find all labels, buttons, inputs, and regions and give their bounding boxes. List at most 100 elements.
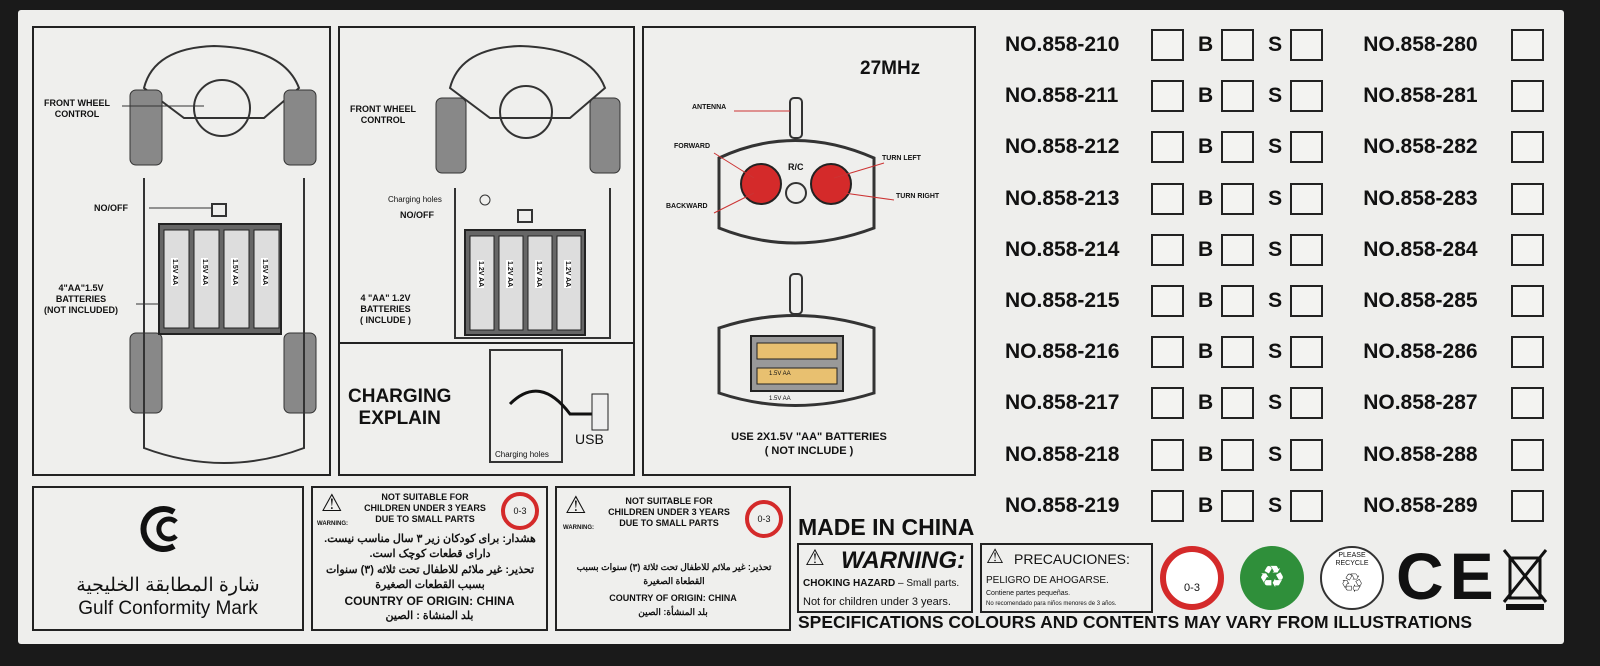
model-number: NO.858-285 [1363, 289, 1478, 312]
gcc-logo-icon [140, 506, 178, 552]
batteries-label: 4"AA"1.5V BATTERIES (NOT INCLUDED) [44, 283, 118, 315]
turn-left-label: TURN LEFT [882, 155, 921, 162]
model-number: NO.858-287 [1363, 391, 1478, 415]
s-checkbox[interactable] [1290, 233, 1324, 266]
precauciones-title: PRECAUCIONES: [1014, 551, 1130, 567]
model-checkbox[interactable] [1151, 387, 1184, 420]
model-checkbox[interactable] [1511, 80, 1545, 113]
battery-cell-label: 1.2V AA [506, 260, 513, 289]
s-checkbox[interactable] [1290, 285, 1324, 317]
gulf-arabic: شارة المطابقة الخليجية [76, 575, 260, 596]
specifications-disclaimer: SPECIFICATIONS COLOURS AND CONTENTS MAY … [798, 612, 1473, 632]
turn-right-label: TURN RIGHT [896, 193, 940, 200]
gulf-english: Gulf Conformity Mark [78, 598, 258, 619]
model-number: NO.858-284 [1363, 237, 1478, 261]
model-number: NO.858-214 [1005, 237, 1120, 261]
warning-box-2: ⚠ WARNING: NOT SUITABLE FOR CHILDREN UND… [555, 486, 791, 631]
warning-english: ⚠ WARNING: CHOKING HAZARD – Small parts.… [797, 543, 973, 613]
country-of-origin-arabic: بلد المنشأة: الصين [638, 607, 708, 617]
model-number: NO.858-216 [1005, 340, 1120, 364]
s-label: S [1268, 442, 1283, 466]
s-checkbox[interactable] [1290, 80, 1324, 113]
charging-holes-label: Charging holes [388, 195, 442, 204]
no-recomendado-line: No recomendado para niños menores de 3 a… [986, 601, 1117, 607]
warning-spanish: ⚠ PRECAUCIONES: PELIGRO DE AHOGARSE. Con… [980, 543, 1153, 613]
s-checkbox[interactable] [1290, 182, 1324, 215]
model-number: NO.858-283 [1363, 186, 1478, 210]
model-row: NO.858-218 B S NO.858-288 [1005, 438, 1545, 472]
model-checkbox[interactable] [1151, 131, 1184, 164]
s-checkbox[interactable] [1290, 336, 1324, 369]
s-label: S [1268, 493, 1283, 517]
model-checkbox[interactable] [1511, 182, 1545, 215]
choking-hazard-line: CHOKING HAZARD – Small parts. [803, 578, 959, 589]
b-label: B [1198, 237, 1214, 261]
contiene-line: Contiene partes pequeñas. [986, 590, 1071, 597]
s-label: S [1268, 391, 1283, 415]
battery-cell-label: 1.2V AA [477, 260, 484, 289]
b-checkbox[interactable] [1221, 131, 1255, 164]
model-checkbox[interactable] [1151, 285, 1184, 317]
arabic-warning: تحذير: غير ملائم للاطفال تحت ثلاثة (٣) س… [576, 562, 772, 586]
battery-cell-label: 1.5V AA [261, 258, 268, 287]
model-checkbox[interactable] [1151, 29, 1184, 61]
model-checkbox[interactable] [1511, 489, 1545, 522]
warning-triangle-icon: ⚠ [805, 545, 825, 570]
battery-cell-label: 1.5V AA [201, 258, 208, 287]
model-checkbox[interactable] [1151, 438, 1184, 471]
charging-diagram [489, 349, 609, 463]
b-checkbox[interactable] [1221, 489, 1255, 522]
model-checkbox[interactable] [1511, 387, 1545, 420]
model-checkbox[interactable] [1151, 182, 1184, 215]
model-checkbox[interactable] [1511, 336, 1545, 369]
b-label: B [1198, 493, 1214, 517]
s-checkbox[interactable] [1290, 387, 1324, 420]
s-label: S [1268, 84, 1283, 108]
s-checkbox[interactable] [1290, 131, 1324, 164]
s-checkbox[interactable] [1290, 438, 1324, 471]
b-checkbox[interactable] [1221, 80, 1255, 113]
s-checkbox[interactable] [1290, 489, 1324, 522]
model-checkbox[interactable] [1511, 233, 1545, 266]
model-row: NO.858-216 B S NO.858-286 [1005, 335, 1545, 369]
b-label: B [1198, 135, 1214, 159]
b-checkbox[interactable] [1221, 182, 1255, 215]
not-for-children: Not for children under 3 years. [803, 596, 951, 608]
model-checkbox[interactable] [1511, 438, 1545, 471]
peligro-line: PELIGRO DE AHOGARSE. [986, 575, 1109, 586]
country-of-origin: COUNTRY OF ORIGIN: CHINA [344, 594, 515, 608]
model-checkbox[interactable] [1151, 80, 1184, 113]
switch-label: NO/OFF [94, 203, 128, 213]
model-checkbox[interactable] [1511, 29, 1545, 61]
model-row: NO.858-212 B S NO.858-282 [1005, 130, 1545, 164]
b-checkbox[interactable] [1221, 285, 1255, 317]
recycle-text: PLEASE RECYCLE [1335, 552, 1369, 567]
s-label: S [1268, 186, 1283, 210]
s-checkbox[interactable] [1290, 29, 1324, 61]
b-checkbox[interactable] [1221, 29, 1255, 61]
warning-title: NOT SUITABLE FOR CHILDREN UNDER 3 YEARS … [608, 496, 730, 528]
choking-hazard: CHOKING HAZARD [803, 578, 896, 589]
model-checkbox[interactable] [1151, 233, 1184, 266]
b-checkbox[interactable] [1221, 233, 1255, 266]
model-number: NO.858-219 [1005, 493, 1120, 517]
model-checkbox[interactable] [1511, 131, 1545, 164]
small-parts: – Small parts. [895, 578, 960, 589]
battery-cell-label: 1.5V AA [171, 258, 178, 287]
car-chassis-diagram [122, 44, 317, 464]
b-checkbox[interactable] [1221, 387, 1255, 420]
remote-diagram [713, 97, 895, 407]
model-row: NO.858-211 B S NO.858-281 [1005, 79, 1545, 113]
model-checkbox[interactable] [1511, 285, 1545, 317]
charging-explain-title: CHARGING EXPLAIN [348, 386, 452, 429]
model-checkbox[interactable] [1151, 489, 1184, 522]
charging-holes-label: Charging holes [495, 450, 549, 459]
model-number: NO.858-289 [1363, 493, 1478, 517]
b-checkbox[interactable] [1221, 438, 1255, 471]
b-checkbox[interactable] [1221, 336, 1255, 369]
warning-triangle-icon: ⚠ [321, 490, 343, 517]
model-checkbox[interactable] [1151, 336, 1184, 369]
panel-car-batteries: 1.5V AA 1.5V AA 1.5V AA 1.5V AA FRONT WH… [32, 26, 331, 476]
frequency-label: 27MHz [860, 58, 921, 79]
model-row: NO.858-219 B S NO.858-289 [1005, 489, 1545, 523]
